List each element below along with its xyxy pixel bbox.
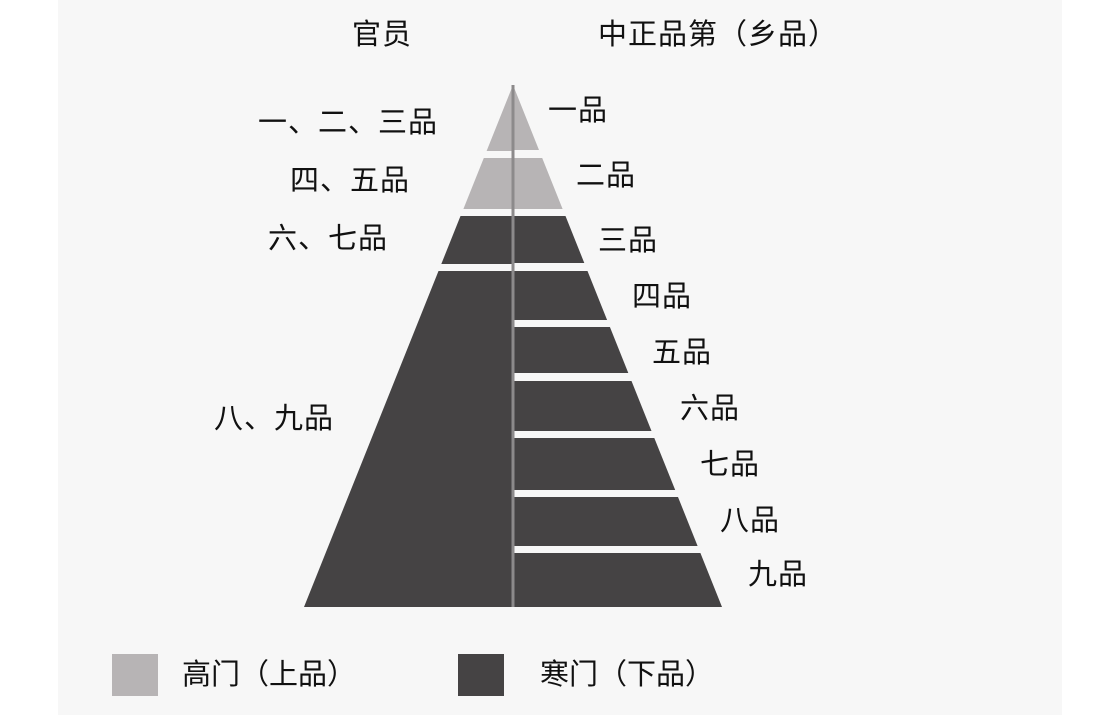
official-band — [304, 271, 513, 607]
legend-swatch-lower — [458, 654, 504, 696]
township-grade-label: 四品 — [632, 279, 693, 313]
township-band — [513, 158, 563, 209]
legend-label-lower: 寒门（下品） — [540, 657, 715, 691]
township-band — [513, 88, 539, 150]
township-grade-label: 一品 — [548, 93, 609, 127]
township-grade-label: 二品 — [576, 158, 637, 192]
header-officials: 官员 — [352, 17, 413, 51]
official-band — [463, 158, 513, 209]
legend-label-upper: 高门（上品） — [182, 657, 357, 691]
township-grade-label: 八品 — [720, 503, 781, 537]
township-band — [513, 271, 608, 320]
township-band — [513, 381, 652, 431]
official-grade-label: 八、九品 — [214, 401, 335, 435]
official-grade-label: 四、五品 — [290, 163, 411, 197]
official-band — [441, 216, 513, 264]
township-band — [513, 438, 676, 490]
township-band — [513, 327, 629, 373]
township-grade-label: 七品 — [700, 447, 761, 481]
official-band — [486, 88, 513, 151]
township-grade-label: 五品 — [652, 335, 713, 369]
township-band — [513, 553, 722, 607]
township-grade-label: 九品 — [748, 557, 809, 591]
township-grade-label: 六品 — [680, 391, 741, 425]
official-grade-label: 六、七品 — [268, 221, 389, 255]
township-band — [513, 497, 698, 546]
legend-swatch-upper — [112, 654, 158, 696]
header-rank-system: 中正品第（乡品） — [598, 17, 839, 51]
official-grade-label: 一、二、三品 — [258, 105, 439, 139]
township-grade-label: 三品 — [598, 223, 659, 257]
township-band — [513, 216, 585, 263]
